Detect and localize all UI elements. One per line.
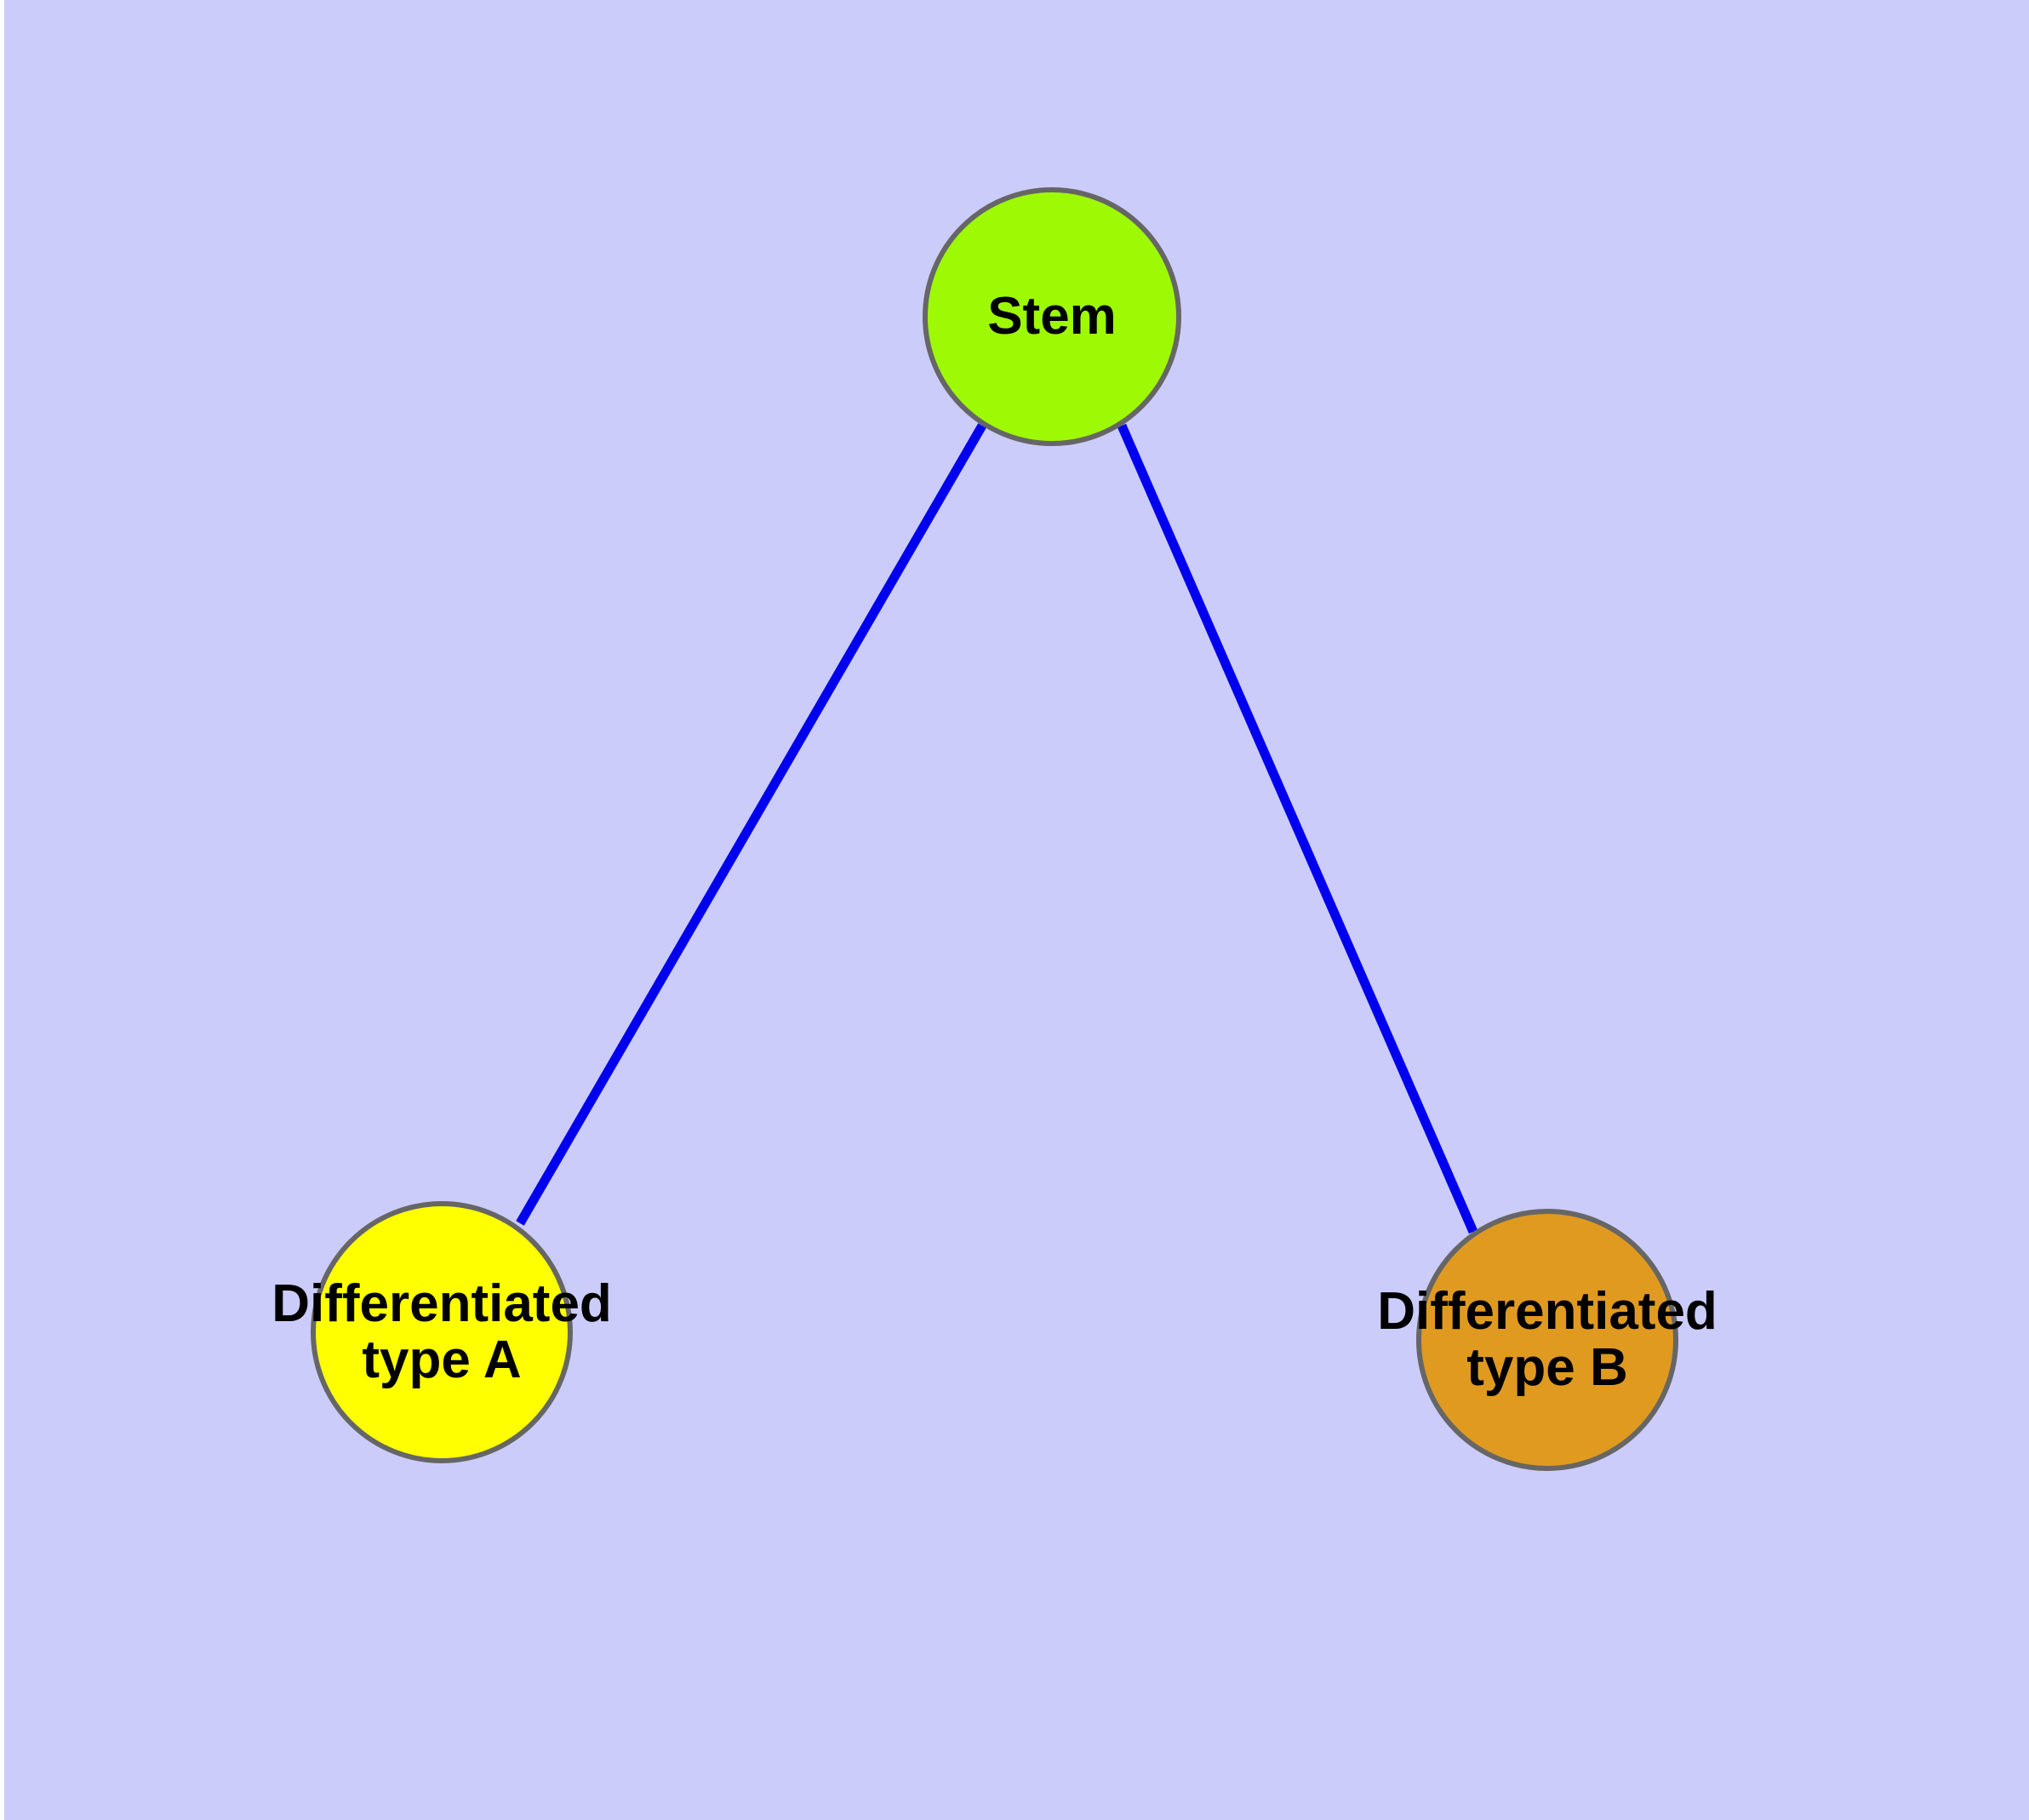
edge-stem-to-differentiated-type-b — [1117, 423, 1478, 1234]
left-edge-strip — [0, 0, 4, 1820]
node-differentiated-type-b[interactable] — [1416, 1209, 1678, 1471]
node-stem[interactable] — [923, 187, 1181, 446]
node-differentiated-type-a[interactable] — [311, 1201, 573, 1463]
edge-stem-to-differentiated-type-a — [516, 423, 986, 1226]
